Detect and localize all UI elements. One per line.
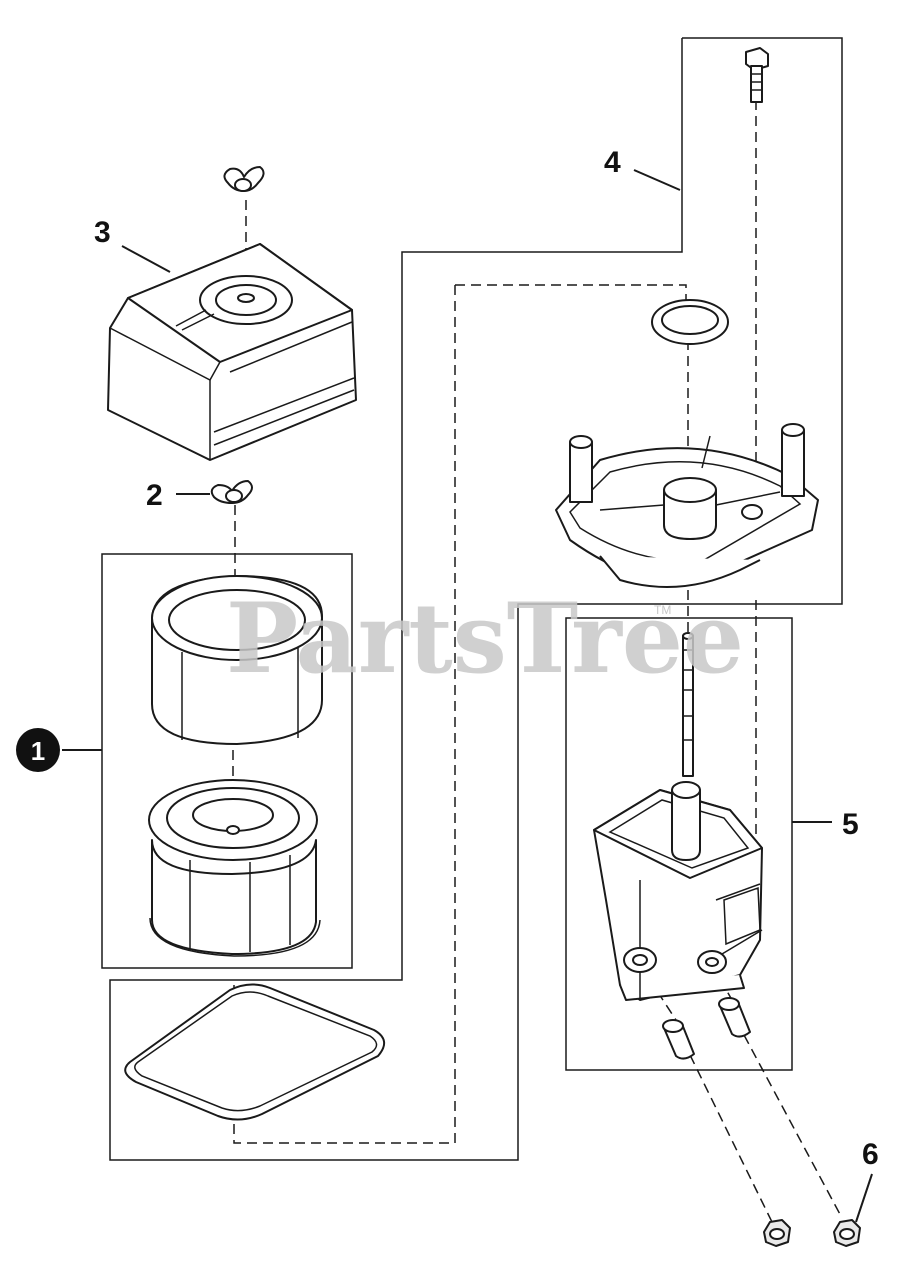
group-box-1 <box>101 553 353 969</box>
callout-2: 2 <box>146 479 163 512</box>
watermark-trademark: TM <box>654 603 671 617</box>
group-box-4 <box>109 37 843 1161</box>
callout-1-badge <box>16 728 60 772</box>
wing-nut-top <box>223 166 265 192</box>
seal-ring <box>651 299 729 345</box>
air-cleaner-base <box>555 423 819 589</box>
leader-6 <box>855 1173 873 1223</box>
dash-align-nut-left <box>689 1054 773 1223</box>
callout-1: 1 <box>31 736 45 766</box>
hex-nut-right <box>833 1219 861 1247</box>
leader-4 <box>633 169 681 191</box>
bracket-housing <box>593 632 763 1001</box>
callout-6: 6 <box>862 1138 879 1171</box>
leader-3 <box>121 245 171 273</box>
bolt <box>745 47 769 103</box>
spacer-right <box>718 997 751 1038</box>
dashed-route <box>455 284 687 300</box>
dash-align-nut-right <box>743 1034 843 1219</box>
hex-nut-left <box>763 1219 791 1247</box>
callout-3: 3 <box>94 216 111 249</box>
gasket <box>124 983 385 1121</box>
callout-4: 4 <box>604 146 621 179</box>
wing-nut-2 <box>210 480 253 504</box>
air-filter-assembly <box>148 575 323 957</box>
watermark-text: PartsTree <box>226 582 744 695</box>
air-cleaner-cover <box>107 243 357 461</box>
callout-5: 5 <box>842 808 859 841</box>
group-box-5 <box>565 617 793 1071</box>
spacer-left <box>662 1019 695 1060</box>
